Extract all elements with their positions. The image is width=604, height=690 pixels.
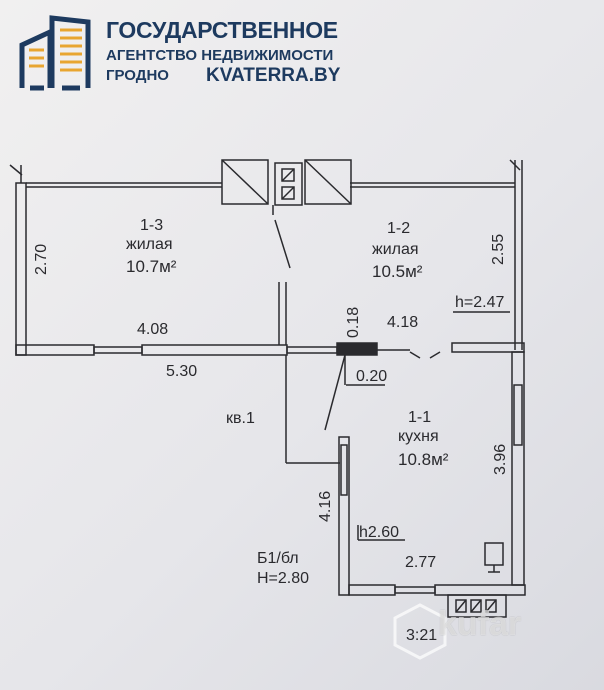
dim-270: 2.70 — [33, 244, 50, 275]
room-1-3-type: жилая — [126, 236, 173, 253]
dim-277: 2.77 — [405, 554, 436, 571]
logo-city: ГРОДНО — [106, 67, 169, 84]
dim-018: 0.18 — [345, 307, 362, 338]
room-1-1-area: 10.8м² — [398, 450, 449, 469]
room-1-3-area: 10.7м² — [126, 257, 177, 276]
building-icon — [19, 15, 91, 91]
block-height: Н=2.80 — [257, 570, 309, 587]
dim-418: 4.18 — [387, 314, 418, 331]
kufar-logo-icon — [393, 603, 447, 660]
logo-line1: ГОСУДАРСТВЕННОЕ — [106, 17, 338, 43]
watermark: kufar — [438, 605, 522, 643]
room-1-1-id: 1-1 — [408, 409, 431, 426]
walls — [9, 159, 526, 618]
block-name: Б1/бл — [257, 550, 299, 567]
dim-321: 3:21 — [406, 627, 437, 644]
dim-255: 2.55 — [490, 234, 507, 265]
dim-020: 0.20 — [356, 368, 387, 385]
dim-396: 3.96 — [492, 444, 509, 475]
room-1-3-id: 1-3 — [140, 217, 163, 234]
dim-530: 5.30 — [166, 363, 197, 380]
logo-site: KVATERRA.BY — [206, 65, 341, 86]
apartment-label: кв.1 — [226, 410, 255, 427]
room-1-2-area: 10.5м² — [372, 262, 423, 281]
height-260: h2.60 — [359, 524, 399, 541]
agency-logo: ГОСУДАРСТВЕННОЕ АГЕНТСТВО НЕДВИЖИМОСТИ Г… — [0, 0, 340, 100]
room-1-1-type: кухня — [398, 428, 439, 445]
room-1-2-type: жилая — [372, 241, 419, 258]
room-1-2-id: 1-2 — [387, 220, 410, 237]
logo-line2: АГЕНТСТВО НЕДВИЖИМОСТИ — [106, 47, 334, 64]
dim-416: 4.16 — [317, 491, 334, 522]
height-247: h=2.47 — [455, 294, 504, 311]
dim-408: 4.08 — [137, 321, 168, 338]
